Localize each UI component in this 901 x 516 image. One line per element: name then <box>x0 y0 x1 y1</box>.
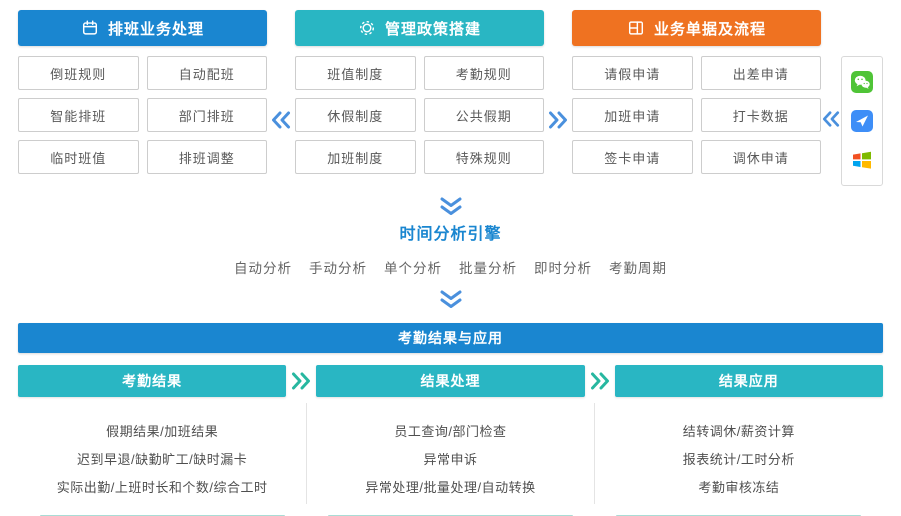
engine-mode: 自动分析 <box>234 261 292 276</box>
feature-box: 加班申请 <box>572 98 693 132</box>
feature-box: 休假制度 <box>295 98 416 132</box>
arrow-right-between-2-3 <box>544 110 572 130</box>
chevron-right-icon <box>549 111 567 129</box>
result-item: 报表统计/工时分析 <box>682 452 795 467</box>
chevron-left-icon <box>822 111 840 127</box>
results-banner-label: 考勤结果与应用 <box>398 330 503 346</box>
section-title: 管理政策搭建 <box>384 20 481 38</box>
feature-box: 班值制度 <box>295 56 416 90</box>
gear-icon <box>359 20 375 36</box>
section-title: 业务单据及流程 <box>653 20 766 38</box>
chevron-left-icon <box>272 111 290 129</box>
arrow-right-results-2 <box>585 371 615 391</box>
feature-box: 加班制度 <box>295 140 416 174</box>
feature-box: 考勤规则 <box>423 56 544 90</box>
engine-mode: 手动分析 <box>309 261 367 276</box>
calendar-icon <box>82 20 98 35</box>
feature-box: 公共假期 <box>423 98 544 132</box>
result-item: 员工查询/部门检查 <box>394 424 507 439</box>
results-header-processing: 结果处理 <box>316 365 585 397</box>
feature-box: 倒班规则 <box>18 56 139 90</box>
feature-box: 特殊规则 <box>423 140 544 174</box>
feature-box: 签卡申请 <box>572 140 693 174</box>
feature-box: 出差申请 <box>700 56 821 90</box>
arrow-left-between-3-apps <box>821 110 841 128</box>
feature-box: 打卡数据 <box>700 98 821 132</box>
feature-box: 排班调整 <box>146 140 267 174</box>
time-analysis-engine: 时间分析引擎 自动分析 手动分析 单个分析 批量分析 即时分析 考勤周期 <box>0 196 901 309</box>
engine-mode: 单个分析 <box>384 261 442 276</box>
result-item: 结转调休/薪资计算 <box>682 424 795 439</box>
integration-apps-panel <box>841 56 883 186</box>
arrow-right-results-1 <box>286 371 316 391</box>
engine-mode: 考勤周期 <box>609 261 667 276</box>
result-item: 假期结果/加班结果 <box>106 424 219 439</box>
section-title: 排班业务处理 <box>107 20 204 38</box>
form-icon <box>628 21 644 35</box>
results-column-attendance: 假期结果/加班结果 迟到早退/缺勤旷工/缺时漏卡 实际出勤/上班时长和个数/综合… <box>18 403 306 516</box>
top-row: 排班业务处理 倒班规则 自动配班 智能排班 部门排班 临时班值 排班调整 <box>0 0 901 186</box>
results-banner: 考勤结果与应用 <box>18 323 883 353</box>
engine-title: 时间分析引擎 <box>399 226 502 243</box>
section-forms: 业务单据及流程 请假申请 出差申请 加班申请 打卡数据 签卡申请 调休申请 <box>572 10 821 174</box>
engine-mode: 即时分析 <box>534 261 592 276</box>
chevron-right-icon <box>292 372 311 390</box>
arrow-left-between-1-2 <box>267 110 295 130</box>
feature-box: 临时班值 <box>18 140 139 174</box>
results-headers: 考勤结果 结果处理 结果应用 <box>18 365 883 397</box>
chevron-right-icon <box>590 372 609 390</box>
results-header-attendance: 考勤结果 <box>18 365 287 397</box>
windows-icon <box>853 151 871 169</box>
section-scheduling: 排班业务处理 倒班规则 自动配班 智能排班 部门排班 临时班值 排班调整 <box>18 10 267 174</box>
results-column-application: 结转调休/薪资计算 报表统计/工时分析 考勤审核冻结 <box>595 403 883 516</box>
section-forms-header: 业务单据及流程 <box>572 10 821 46</box>
result-item: 异常申诉 <box>423 452 478 467</box>
feature-box: 请假申请 <box>572 56 693 90</box>
result-item: 实际出勤/上班时长和个数/综合工时 <box>56 480 268 495</box>
section-forms-items: 请假申请 出差申请 加班申请 打卡数据 签卡申请 调休申请 <box>572 56 821 174</box>
section-policy: 管理政策搭建 班值制度 考勤规则 休假制度 公共假期 加班制度 特殊规则 <box>295 10 544 174</box>
result-item: 异常处理/批量处理/自动转换 <box>365 480 536 495</box>
result-item: 迟到早退/缺勤旷工/缺时漏卡 <box>77 452 248 467</box>
feature-box: 部门排班 <box>146 98 267 132</box>
section-scheduling-header: 排班业务处理 <box>18 10 267 46</box>
dingtalk-icon <box>851 109 873 132</box>
engine-modes: 自动分析 手动分析 单个分析 批量分析 即时分析 考勤周期 <box>0 257 901 277</box>
section-policy-header: 管理政策搭建 <box>295 10 544 46</box>
result-item: 考勤审核冻结 <box>698 480 780 495</box>
results-lists: 假期结果/加班结果 迟到早退/缺勤旷工/缺时漏卡 实际出勤/上班时长和个数/综合… <box>18 403 883 516</box>
results-header-application: 结果应用 <box>614 365 883 397</box>
engine-mode: 批量分析 <box>459 261 517 276</box>
wechat-icon <box>851 71 873 94</box>
feature-box: 调休申请 <box>700 140 821 174</box>
feature-box: 智能排班 <box>18 98 139 132</box>
feature-box: 自动配班 <box>146 56 267 90</box>
chevron-down-icon <box>440 290 461 308</box>
chevron-down-icon <box>440 197 461 215</box>
section-scheduling-items: 倒班规则 自动配班 智能排班 部门排班 临时班值 排班调整 <box>18 56 267 174</box>
section-policy-items: 班值制度 考勤规则 休假制度 公共假期 加班制度 特殊规则 <box>295 56 544 174</box>
results-column-processing: 员工查询/部门检查 异常申诉 异常处理/批量处理/自动转换 <box>306 403 595 516</box>
